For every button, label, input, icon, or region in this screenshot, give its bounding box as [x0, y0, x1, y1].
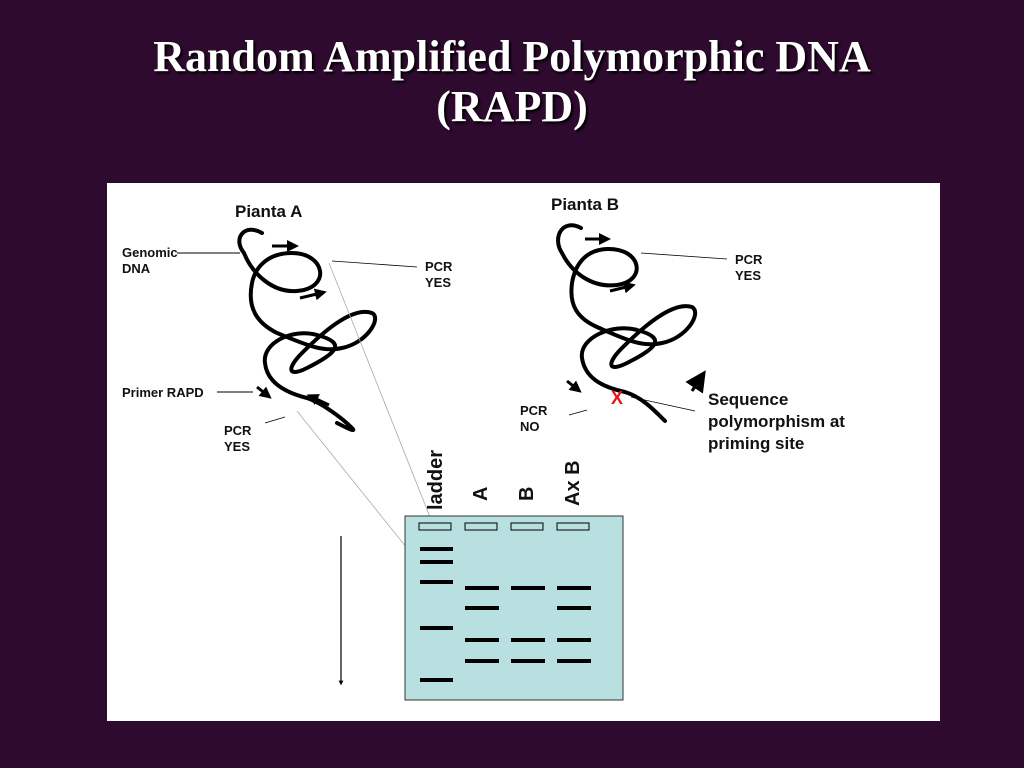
plant-b-pcr-bottom-line2: NO: [520, 419, 540, 434]
primer-arrow-b2: [609, 281, 636, 294]
gel-band: [420, 580, 453, 584]
primer-arrow-a2: [299, 288, 327, 301]
gel-lane-label-axb: Ax B: [562, 460, 584, 506]
title-line-2: (RAPD): [436, 82, 588, 131]
genomic-dna-label-line2: DNA: [122, 261, 151, 276]
gel-band: [465, 638, 499, 642]
gel-band: [511, 586, 545, 590]
gel-band: [557, 606, 591, 610]
leader-polymorphism: [630, 396, 696, 412]
gel-lane-label-ladder: ladder: [425, 449, 447, 510]
leader-b-pcr-top: [640, 252, 728, 260]
gel-band: [557, 638, 591, 642]
gel-well-a: [464, 522, 498, 531]
gel-band: [465, 586, 499, 590]
leader-a-pcr-bottom: [264, 416, 286, 424]
gel-band: [511, 659, 545, 663]
primer-rapd-label: Primer RAPD: [122, 385, 204, 400]
primer-arrow-a4: [306, 394, 330, 407]
primer-arrow-a3: [256, 385, 272, 399]
gel-band: [420, 678, 453, 682]
rapd-figure: Pianta A Genomic DNA PCR YES Primer RAPD…: [107, 183, 940, 721]
plant-b-pcr-bottom-line1: PCR: [520, 403, 548, 418]
genomic-dna-label-line1: Genomic: [122, 245, 178, 260]
gel-band: [557, 659, 591, 663]
gel-well-ladder: [418, 522, 452, 531]
gel-band: [511, 638, 545, 642]
gel-lane-label-b: B: [516, 486, 538, 501]
gel-well-b: [510, 522, 544, 531]
gel-band: [420, 560, 453, 564]
mismatch-x-mark: X: [611, 388, 624, 408]
gel-band: [420, 547, 453, 551]
plant-a-name: Pianta A: [235, 202, 303, 221]
plant-b-pcr-top-line1: PCR: [735, 252, 763, 267]
title-line-1: Random Amplified Polymorphic DNA: [153, 32, 871, 81]
gel-lane-label-a: A: [470, 486, 492, 501]
polymorphism-note-line2: polymorphism at: [708, 412, 845, 431]
plant-b-name: Pianta B: [551, 195, 620, 214]
leader-a-pcr-top: [331, 260, 418, 268]
plant-b-dna-strand: [556, 223, 698, 423]
gel-band: [557, 586, 591, 590]
plant-a-pcr-top-line1: PCR: [425, 259, 453, 274]
plant-b-pcr-top-line2: YES: [735, 268, 762, 283]
gel-well-axb: [556, 522, 590, 531]
plant-a-pcr-bottom-line1: PCR: [224, 423, 252, 438]
primer-arrow-b4: [685, 370, 706, 394]
gel-band: [465, 659, 499, 663]
plant-a-pcr-bottom-line2: YES: [224, 439, 251, 454]
leader-b-pcr-bottom: [568, 409, 588, 416]
plant-a-dna-strand: [237, 227, 378, 433]
polymorphism-note-line3: priming site: [708, 434, 805, 453]
plant-a-pcr-top-line2: YES: [425, 275, 452, 290]
primer-arrow-b3: [566, 379, 582, 393]
rapd-diagram-svg: [177, 223, 728, 701]
gel-band: [420, 626, 453, 630]
polymorphism-note-line1: Sequence: [708, 390, 789, 409]
slide-title: Random Amplified Polymorphic DNA (RAPD): [0, 32, 1024, 132]
gel-band: [465, 606, 499, 610]
